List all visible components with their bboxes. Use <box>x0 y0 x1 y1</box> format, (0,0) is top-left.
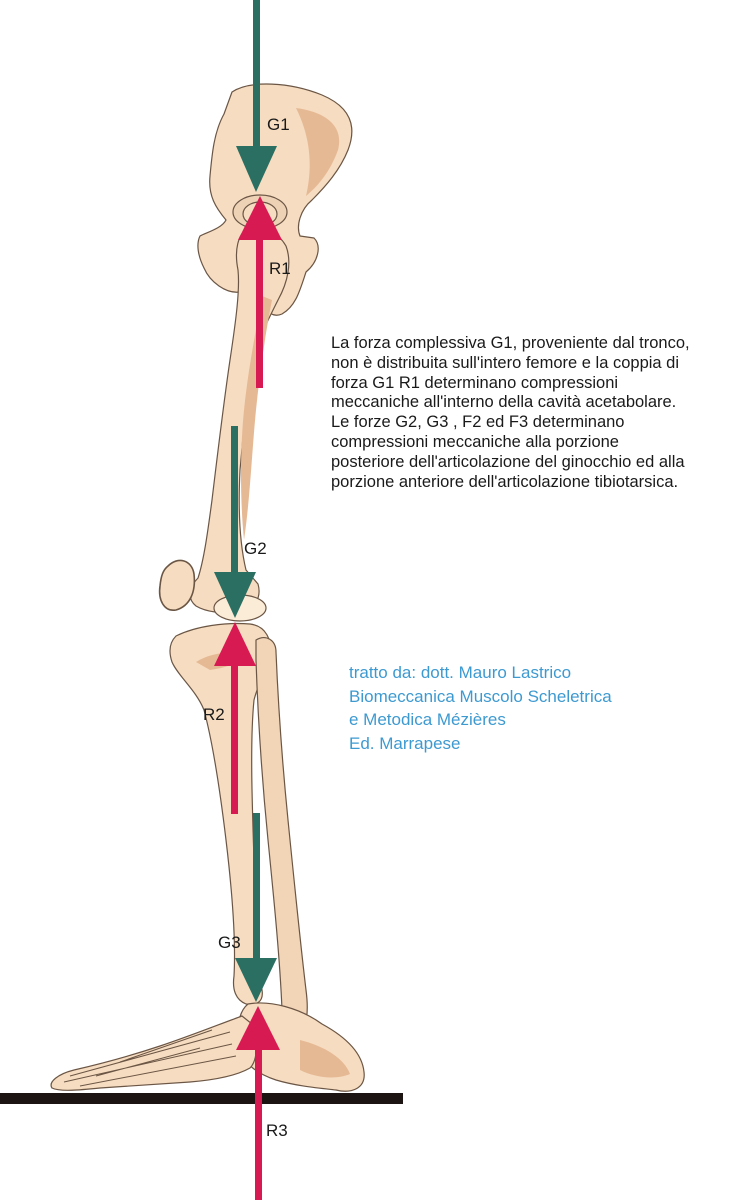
source-credit: tratto da: dott. Mauro Lastrico Biomecca… <box>349 661 729 755</box>
label-r1: R1 <box>269 259 291 278</box>
description-paragraph-1: La forza complessiva G1, proveniente dal… <box>331 334 690 412</box>
calcaneus-shadow <box>300 1040 350 1078</box>
credit-line-4: Ed. Marrapese <box>349 733 461 753</box>
label-r2: R2 <box>203 705 225 724</box>
arrow-g3 <box>235 813 277 1002</box>
arrow-g1 <box>236 0 277 192</box>
arrow-g2 <box>214 426 256 618</box>
label-r3: R3 <box>266 1121 288 1140</box>
credit-line-2: Biomeccanica Muscolo Scheletrica <box>349 686 612 706</box>
arrow-r2 <box>214 622 256 814</box>
femur-shadow <box>241 296 272 540</box>
toe-lines <box>63 1029 237 1087</box>
label-g3: G3 <box>218 933 241 952</box>
credit-line-3: e Metodica Mézières <box>349 710 506 729</box>
force-arrows <box>214 0 282 1200</box>
pelvis-shadow <box>296 108 340 196</box>
femur-bone <box>189 226 290 614</box>
ground-line <box>0 1093 403 1104</box>
label-g1: G1 <box>267 115 290 134</box>
credit-line-1: tratto da: dott. Mauro Lastrico <box>349 663 572 682</box>
patella-bone <box>158 559 196 611</box>
label-g2: G2 <box>244 539 267 558</box>
arrow-r1 <box>238 196 282 388</box>
arrow-r3 <box>236 1006 280 1200</box>
description-paragraph-2: Le forze G2, G3 , F2 ed F3 determinano c… <box>331 413 685 491</box>
skeleton <box>50 83 365 1092</box>
description-text: La forza complessiva G1, proveniente dal… <box>331 334 691 492</box>
